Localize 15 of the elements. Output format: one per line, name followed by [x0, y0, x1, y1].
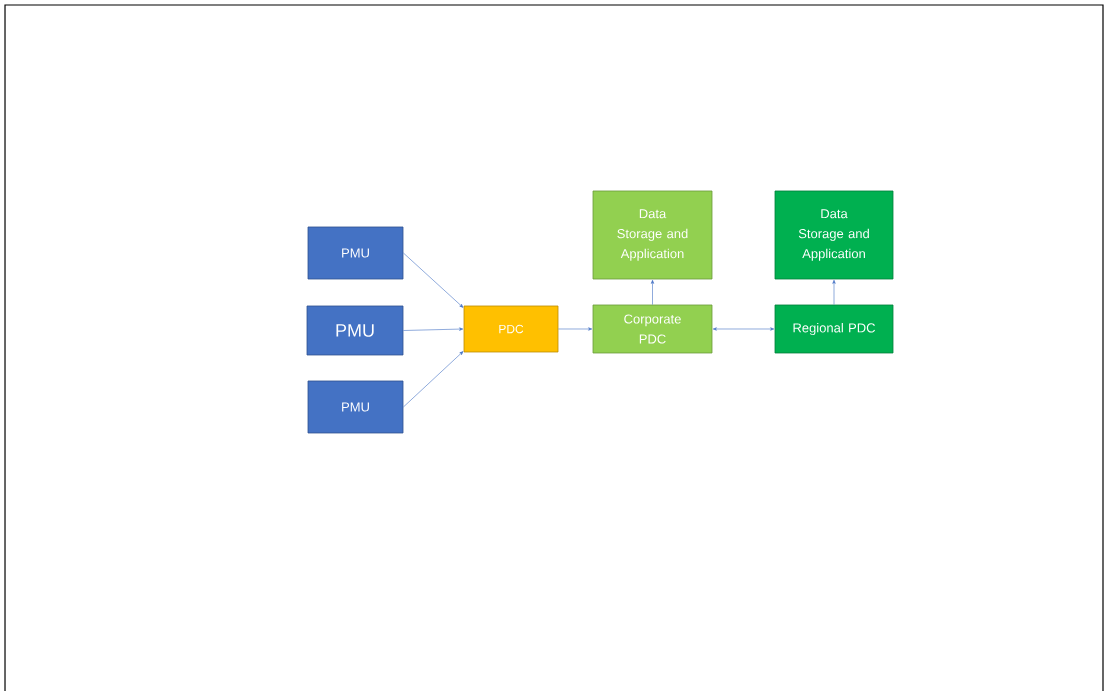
process-box: Data Storage and Application [592, 190, 713, 280]
arrow [650, 279, 655, 305]
arrow [712, 327, 775, 331]
process-box: PMU [307, 226, 404, 280]
process-box: Corporate PDC [592, 304, 713, 354]
process-box: Data Storage and Application [774, 190, 894, 280]
arrow [558, 327, 593, 331]
process-box: PDC [463, 305, 559, 353]
arrow [403, 327, 464, 331]
arrow [832, 279, 836, 305]
arrow [403, 351, 464, 408]
process-box: PMU [306, 305, 404, 356]
arrow [403, 252, 464, 308]
process-box: PMU [307, 380, 404, 434]
process-box: Regional PDC [774, 304, 894, 354]
